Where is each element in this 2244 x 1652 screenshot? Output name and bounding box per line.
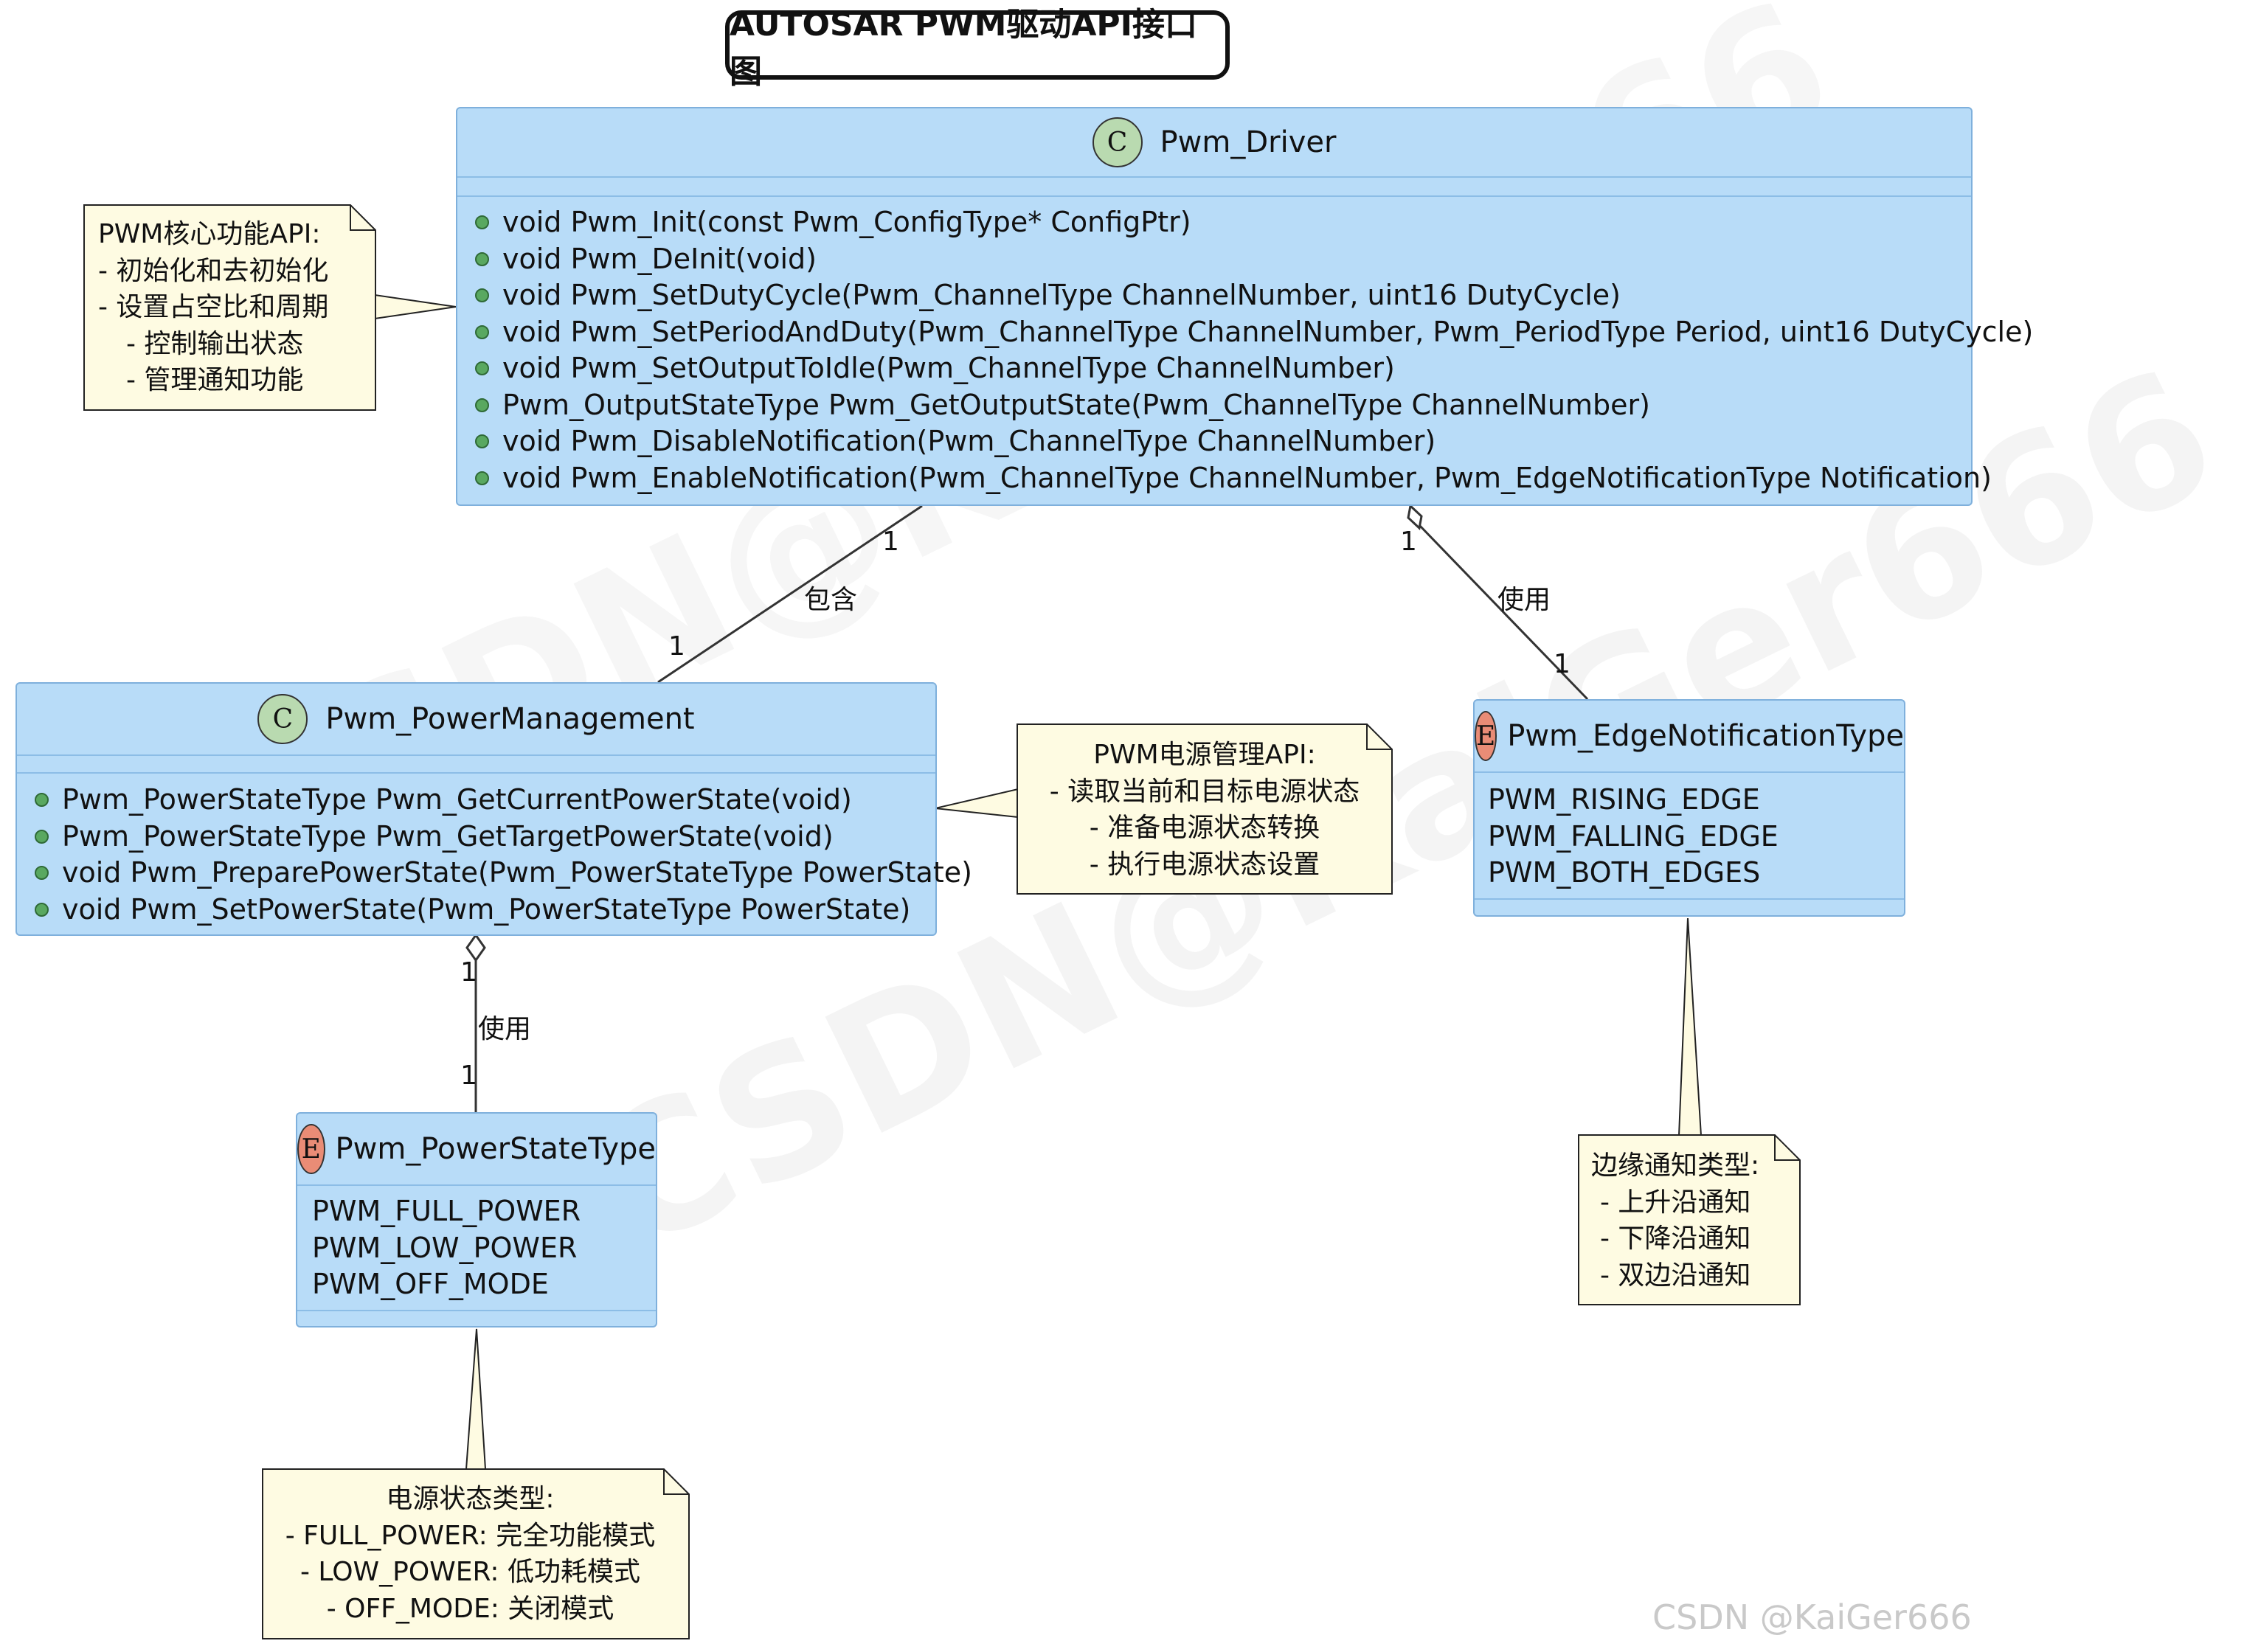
edge-note-pointer xyxy=(1677,917,1703,1136)
literal-list: PWM_RISING_EDGE PWM_FALLING_EDGE PWM_BOT… xyxy=(1488,782,1779,892)
class-icon: C xyxy=(257,694,308,744)
public-method-icon xyxy=(475,324,489,339)
class-pwm-driver: C Pwm_Driver void Pwm_Init(const Pwm_Con… xyxy=(456,107,2033,506)
enum-header: E Pwm_PowerStateType xyxy=(297,1114,656,1184)
public-method-icon xyxy=(35,902,49,917)
class-pwm-power-management: C Pwm_PowerManagement Pwm_PowerStateType… xyxy=(15,682,972,936)
public-method-icon xyxy=(475,398,489,412)
relation-label: 使用 xyxy=(1497,585,1551,615)
enum-name: Pwm_PowerStateType xyxy=(335,1132,657,1166)
method-item: void Pwm_DeInit(void) xyxy=(475,241,2033,278)
multiplicity-label: 1 xyxy=(668,631,685,662)
method-item: void Pwm_SetOutputToIdle(Pwm_ChannelType… xyxy=(475,350,2033,387)
class-header: C Pwm_Driver xyxy=(457,108,1971,176)
uses-edge-line xyxy=(1418,524,1589,701)
enum-literal: PWM_RISING_EDGE xyxy=(1488,783,1760,816)
public-method-icon xyxy=(475,251,489,266)
method-item: Pwm_PowerStateType Pwm_GetTargetPowerSta… xyxy=(35,819,972,856)
multiplicity-label: 1 xyxy=(1400,527,1417,557)
relation-label: 使用 xyxy=(478,1014,532,1044)
aggregation-diamond xyxy=(465,933,486,962)
public-method-icon xyxy=(475,215,489,230)
enum-icon: E xyxy=(297,1124,325,1174)
multiplicity-label: 1 xyxy=(1554,649,1571,679)
method-list: Pwm_PowerStateType Pwm_GetCurrentPowerSt… xyxy=(35,782,972,928)
public-method-icon xyxy=(35,793,49,808)
public-method-icon xyxy=(35,866,49,881)
method-list: void Pwm_Init(const Pwm_ConfigType* Conf… xyxy=(475,204,2033,496)
method-item: void Pwm_Init(const Pwm_ConfigType* Conf… xyxy=(475,204,2033,241)
class-icon: C xyxy=(1092,117,1143,167)
public-method-icon xyxy=(475,288,489,303)
public-method-icon xyxy=(475,434,489,449)
enum-literal: PWM_OFF_MODE xyxy=(312,1268,549,1300)
enum-literal: PWM_FALLING_EDGE xyxy=(1488,819,1779,853)
method-item: void Pwm_SetDutyCycle(Pwm_ChannelType Ch… xyxy=(475,277,2033,314)
note-core-text: PWM核心功能API: - 初始化和去初始化 - 设置占空比和周期 - 控制输出… xyxy=(98,219,329,395)
note-edge xyxy=(1578,1134,1801,1305)
public-method-icon xyxy=(475,361,489,376)
class-name: Pwm_Driver xyxy=(1160,125,1337,159)
diagram-title: AUTOSAR PWM驱动API接口图 xyxy=(725,6,1230,91)
method-item: void Pwm_DisableNotification(Pwm_Channel… xyxy=(475,423,2033,460)
class-name: Pwm_PowerManagement xyxy=(325,702,695,736)
multiplicity-label: 1 xyxy=(882,527,899,557)
enum-pwm-power-state-type: E Pwm_PowerStateType PWM_FULL_POWER PWM_… xyxy=(296,1112,657,1328)
footer-attribution: CSDN @KaiGer666 xyxy=(1652,1597,1972,1637)
note-power-text: PWM电源管理API: - 读取当前和目标电源状态 - 准备电源状态转换 - 执… xyxy=(1049,740,1360,880)
enum-header: E Pwm_EdgeNotificationType xyxy=(1474,701,1905,771)
multiplicity-label: 1 xyxy=(460,1061,477,1091)
method-item: void Pwm_SetPowerState(Pwm_PowerStateTyp… xyxy=(35,892,972,929)
enum-pwm-edge-notification-type: E Pwm_EdgeNotificationType PWM_RISING_ED… xyxy=(1473,699,1905,917)
public-method-icon xyxy=(35,829,49,844)
enum-literal: PWM_FULL_POWER xyxy=(312,1195,581,1227)
contains-line xyxy=(657,504,923,684)
public-method-icon xyxy=(475,471,489,485)
power-state-note-pointer xyxy=(465,1328,487,1470)
method-item: Pwm_OutputStateType Pwm_GetOutputState(P… xyxy=(475,387,2033,424)
core-note-pointer xyxy=(374,294,457,320)
connectors xyxy=(374,294,1703,1470)
note-power-state xyxy=(262,1468,690,1639)
method-item: void Pwm_EnableNotification(Pwm_ChannelT… xyxy=(475,460,2033,497)
note-core xyxy=(83,204,376,411)
literal-list: PWM_FULL_POWER PWM_LOW_POWER PWM_OFF_MOD… xyxy=(312,1193,581,1303)
relation-label: 包含 xyxy=(804,585,858,615)
note-power-state-text: 电源状态类型: - FULL_POWER: 完全功能模式 - LOW_POWER… xyxy=(285,1484,656,1624)
method-item: Pwm_PowerStateType Pwm_GetCurrentPowerSt… xyxy=(35,782,972,819)
method-item: void Pwm_SetPeriodAndDuty(Pwm_ChannelTyp… xyxy=(475,314,2033,351)
method-item: void Pwm_PreparePowerState(Pwm_PowerStat… xyxy=(35,855,972,892)
class-header: C Pwm_PowerManagement xyxy=(17,684,935,754)
enum-icon: E xyxy=(1474,711,1497,761)
multiplicity-label: 1 xyxy=(460,957,477,988)
note-power xyxy=(1017,723,1393,895)
enum-literal: PWM_BOTH_EDGES xyxy=(1488,856,1761,889)
note-edge-text: 边缘通知类型: - 上升沿通知 - 下降沿通知 - 双边沿通知 xyxy=(1591,1150,1760,1291)
enum-name: Pwm_EdgeNotificationType xyxy=(1507,719,1905,753)
aggregation-diamond xyxy=(1407,504,1423,530)
enum-literal: PWM_LOW_POWER xyxy=(312,1231,578,1264)
